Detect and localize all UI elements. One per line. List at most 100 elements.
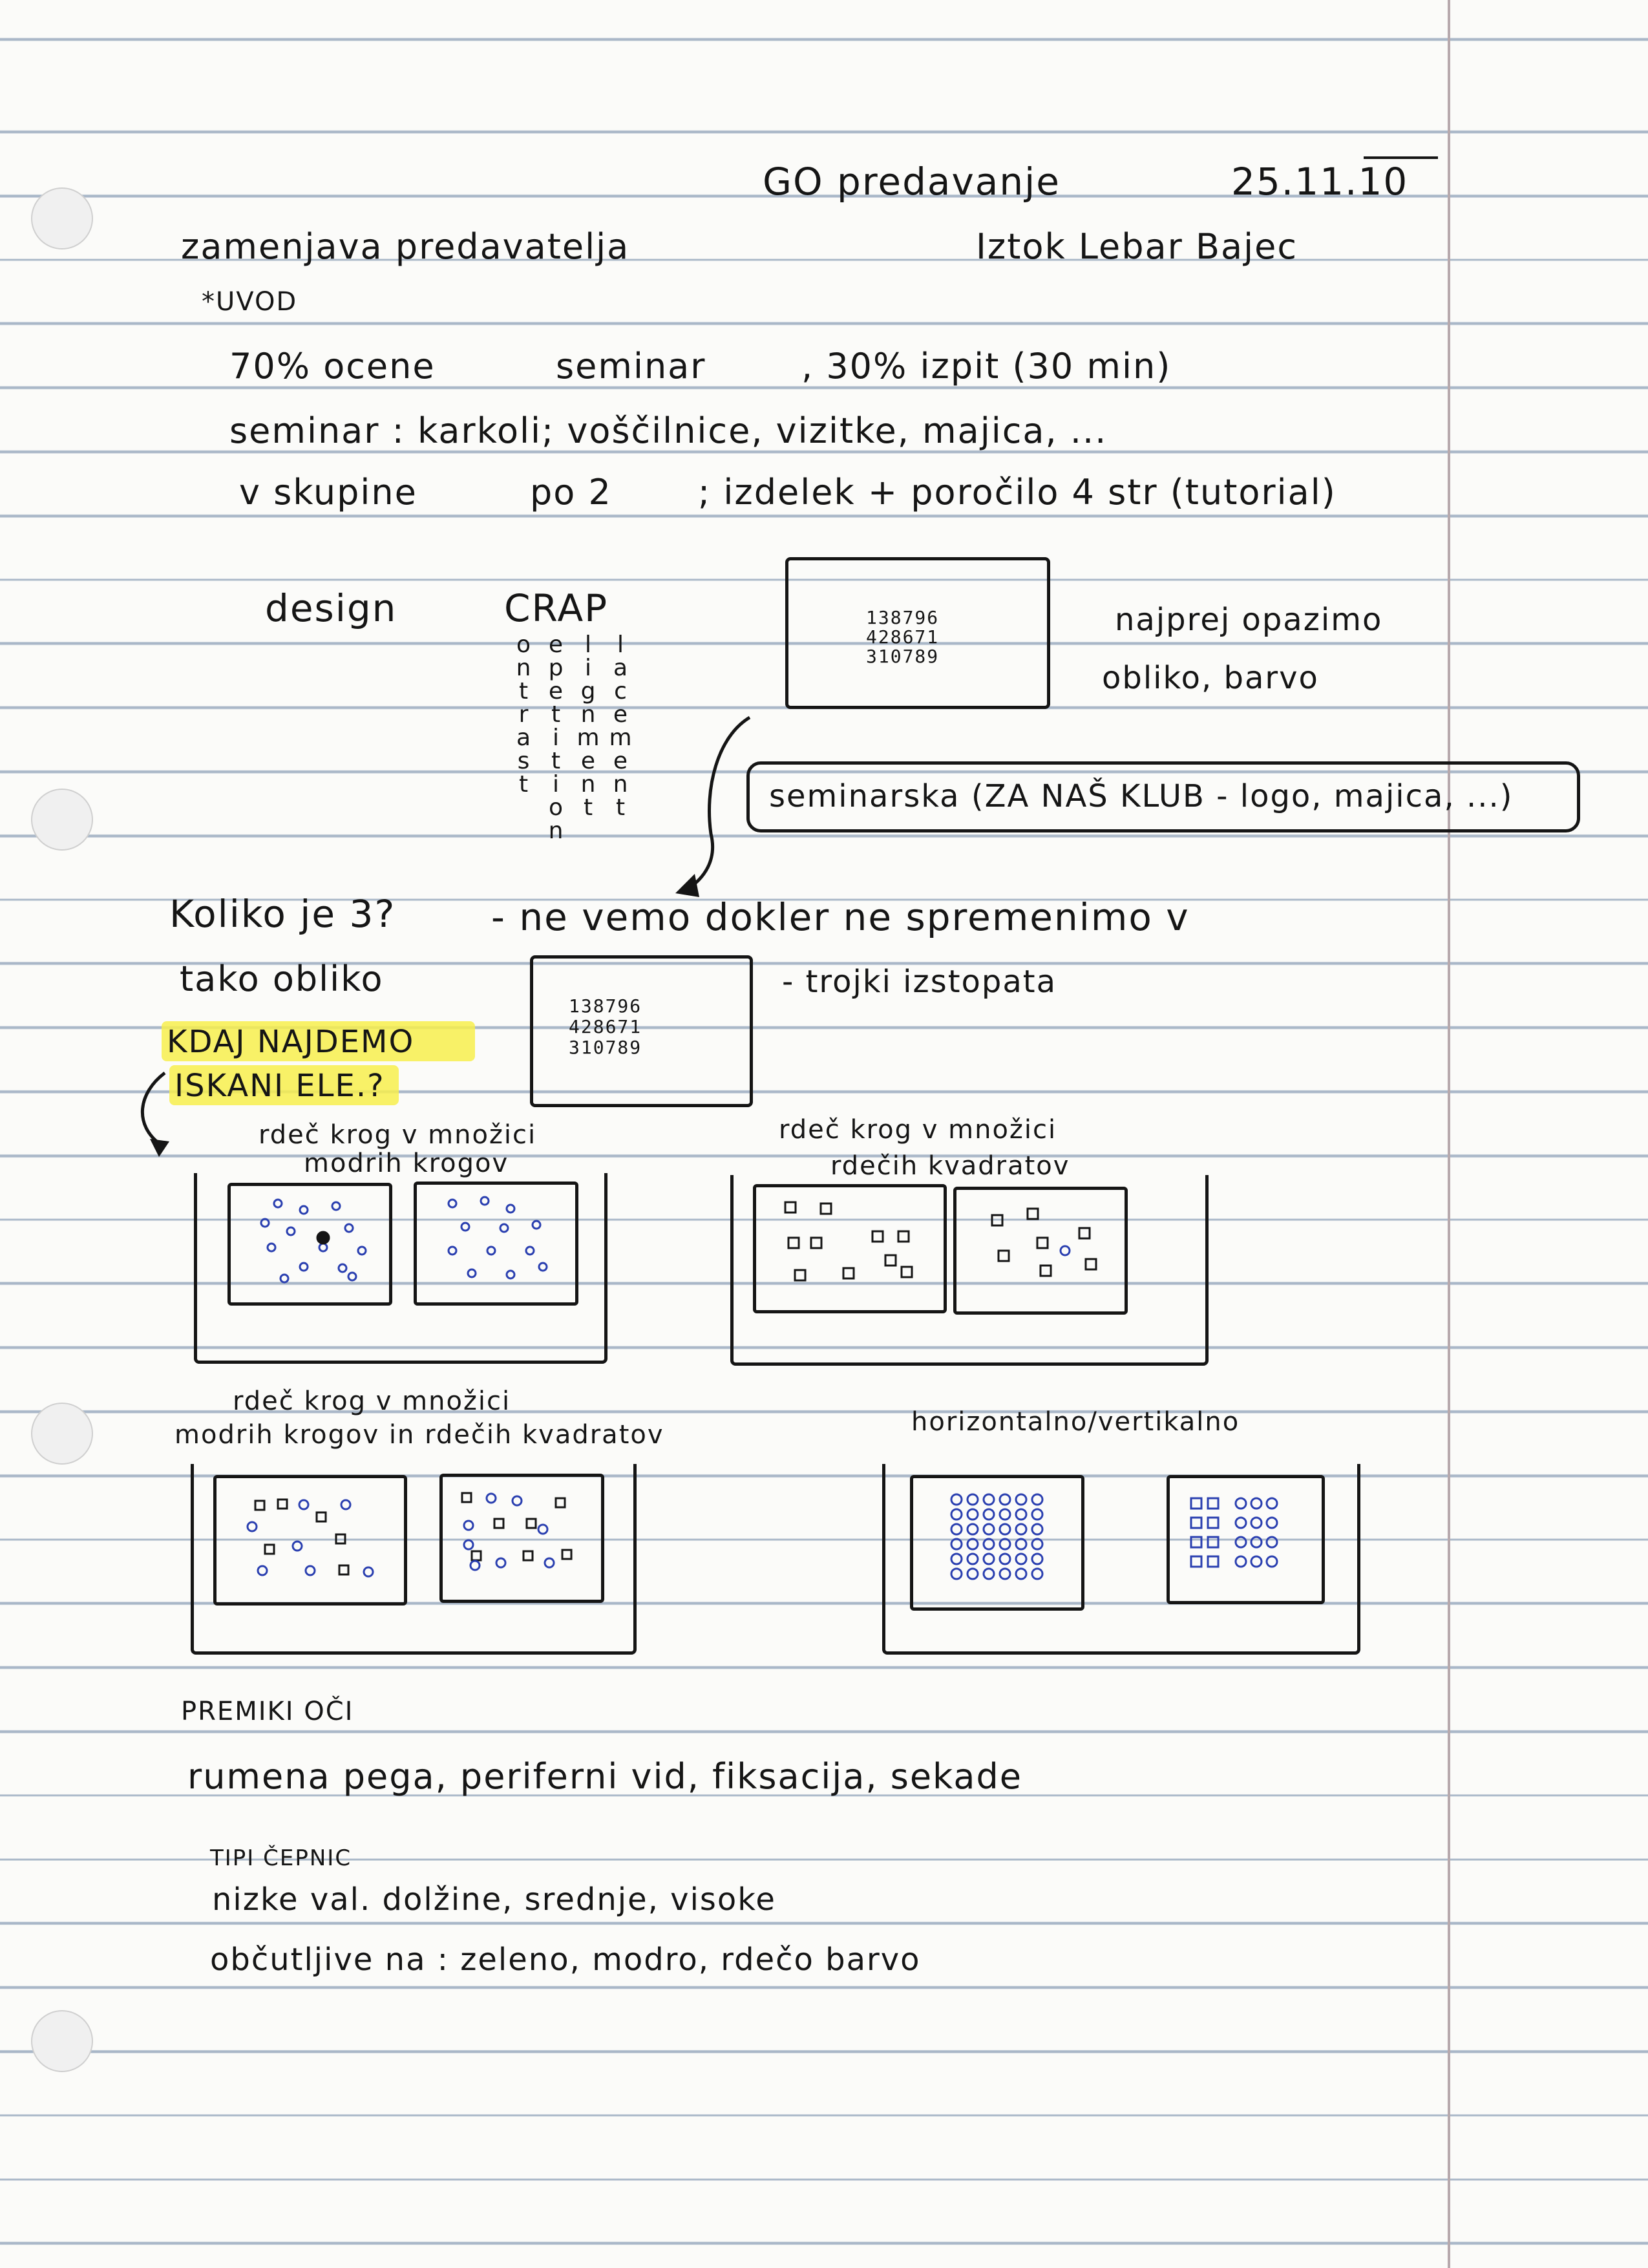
square-icon <box>1036 1236 1049 1249</box>
square-icon <box>254 1500 266 1511</box>
circle-icon <box>298 1499 310 1510</box>
circle-icon <box>1265 1497 1278 1510</box>
digits-row: 310789 <box>866 646 940 667</box>
circle-icon <box>950 1508 963 1521</box>
panel2-right <box>953 1187 1128 1315</box>
square-icon <box>335 1533 346 1545</box>
crap-acronym: CRAP <box>504 586 609 630</box>
threes-answer: - ne vemo dokler ne spremenimo v <box>491 895 1190 939</box>
circle-icon <box>460 1222 470 1232</box>
circle-icon <box>260 1218 270 1228</box>
panel3-right <box>439 1474 604 1603</box>
square-icon <box>1026 1207 1039 1220</box>
square-icon <box>1190 1536 1203 1549</box>
circle-icon <box>469 1560 481 1571</box>
panel2-label-cont: rdečih kvadratov <box>830 1151 1070 1181</box>
panel1-right <box>414 1182 578 1306</box>
substitution-note: zamenjava predavatelja <box>181 226 630 267</box>
circle-icon <box>1015 1553 1028 1565</box>
circle-icon <box>950 1538 963 1551</box>
square-icon <box>522 1550 534 1562</box>
punch-hole <box>31 1403 93 1465</box>
circle-icon <box>1059 1245 1071 1256</box>
square-icon <box>277 1498 288 1510</box>
panel4-label: horizontalno/vertikalno <box>911 1407 1240 1437</box>
circle-icon <box>246 1521 258 1532</box>
square-icon <box>461 1492 472 1503</box>
panel1-left <box>227 1183 392 1306</box>
circle-icon <box>485 1492 497 1504</box>
panel2-label: rdeč krog v množici <box>779 1115 1057 1145</box>
square-icon <box>1190 1555 1203 1568</box>
eyes-terms: rumena pega, periferni vid, fiksacija, s… <box>187 1756 1022 1797</box>
circle-icon <box>998 1538 1011 1551</box>
square-icon <box>1190 1516 1203 1529</box>
circle-icon <box>950 1493 963 1506</box>
circle-icon <box>998 1523 1011 1536</box>
circle-icon <box>1265 1555 1278 1568</box>
date: 25.11.10 <box>1231 160 1409 204</box>
digits-row: 138796 <box>569 995 642 1017</box>
circle-icon <box>486 1245 496 1256</box>
panel1-frame <box>194 1173 607 1364</box>
circle-icon <box>966 1493 979 1506</box>
square-icon <box>819 1202 832 1215</box>
square-icon <box>991 1214 1004 1227</box>
circle-icon <box>1234 1516 1247 1529</box>
square-icon <box>997 1249 1010 1262</box>
highlighter-mark <box>162 1021 475 1061</box>
circle-icon <box>537 1523 549 1535</box>
page-title: GO predavanje <box>763 160 1061 204</box>
intro-exam: , 30% izpit (30 min) <box>801 346 1172 387</box>
note-shape-color: obliko, barvo <box>1102 660 1319 696</box>
square-icon <box>900 1266 913 1278</box>
circle-icon <box>998 1553 1011 1565</box>
circle-icon <box>495 1557 507 1569</box>
lecturer-name: Iztok Lebar Bajec <box>976 226 1298 267</box>
circle-icon <box>257 1565 268 1576</box>
circle-icon <box>1250 1536 1263 1549</box>
square-icon <box>884 1254 897 1267</box>
circle-icon <box>966 1567 979 1580</box>
circle-icon <box>1015 1538 1028 1551</box>
circle-icon <box>463 1520 474 1531</box>
circle-icon <box>1031 1508 1044 1521</box>
circle-icon <box>304 1565 316 1576</box>
circle-icon <box>467 1268 477 1278</box>
digits-row: 428671 <box>569 1016 642 1037</box>
circle-icon <box>1265 1516 1278 1529</box>
intro-pairs: po 2 <box>530 472 612 513</box>
circle-icon <box>463 1539 474 1551</box>
square-icon <box>1207 1555 1220 1568</box>
cones-wavelengths: nizke val. dolžine, srednje, visoke <box>212 1881 776 1918</box>
punch-hole <box>31 789 93 851</box>
square-icon <box>1039 1264 1052 1277</box>
digits-row: 138796 <box>866 607 940 628</box>
circle-icon <box>1250 1555 1263 1568</box>
circle-icon <box>982 1553 995 1565</box>
cones-colors: občutljive na : zeleno, modro, rdečo bar… <box>210 1942 921 1978</box>
threes-question: Koliko je 3? <box>169 892 396 936</box>
circle-icon <box>950 1523 963 1536</box>
square-icon <box>338 1564 350 1576</box>
panel1-label: rdeč krog v množici <box>259 1120 537 1150</box>
circle-icon <box>950 1567 963 1580</box>
circle-icon <box>357 1245 367 1256</box>
square-icon <box>784 1201 797 1214</box>
seminar-idea-text: seminarska (ZA NAŠ KLUB - logo, majica, … <box>769 778 1514 814</box>
intro-groups: v skupine <box>239 472 417 513</box>
circle-icon <box>1031 1523 1044 1536</box>
circle-icon <box>982 1567 995 1580</box>
circle-icon <box>363 1566 374 1578</box>
margin-line <box>1448 0 1450 2268</box>
eyes-heading: PREMIKI OČI <box>181 1697 354 1726</box>
square-icon <box>1078 1227 1091 1240</box>
square-icon <box>1207 1536 1220 1549</box>
circle-icon <box>1015 1493 1028 1506</box>
circle-icon <box>950 1553 963 1565</box>
square-icon <box>1207 1497 1220 1510</box>
seminar-idea-box: seminarska (ZA NAŠ KLUB - logo, majica, … <box>746 761 1580 832</box>
